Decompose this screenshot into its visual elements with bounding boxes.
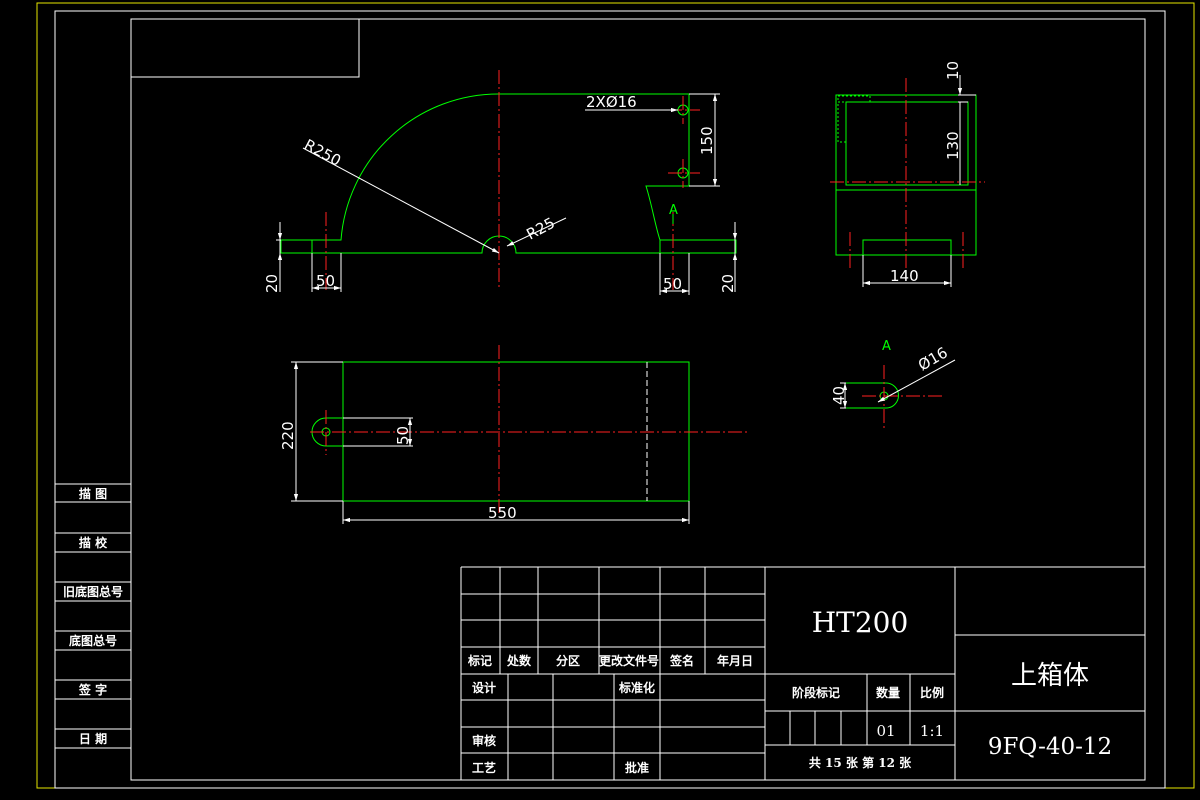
dim-150: 150	[698, 126, 716, 155]
side-label-2: 旧底图总号	[63, 584, 123, 599]
review-label: 审核	[472, 733, 496, 748]
dim-r250: R250	[301, 136, 344, 170]
detail-a: A 40 Ø16	[830, 339, 956, 428]
material: HT200	[812, 606, 909, 639]
approve-label: 批准	[625, 760, 649, 775]
dim-r25: R25	[523, 214, 558, 244]
top-view: 50 220 550	[279, 345, 748, 524]
rev-header-4: 签名	[669, 653, 694, 668]
dim-right-20: 20	[719, 274, 737, 293]
rev-header-0: 标记	[467, 653, 492, 668]
corner-box	[130, 18, 360, 78]
quantity-label: 数量	[876, 685, 900, 700]
rev-header-2: 分区	[556, 653, 580, 668]
side-view: 10 130 140	[830, 61, 985, 287]
dim-holes: 2XØ16	[586, 93, 637, 111]
side-table: 描 图 描 校 旧底图总号 底图总号 签 字 日 期	[55, 483, 131, 749]
scale-value: 1:1	[920, 722, 944, 740]
dim-hole-16: Ø16	[915, 343, 951, 374]
dim-140: 140	[890, 267, 919, 285]
dim-40: 40	[830, 386, 848, 405]
part-name: 上箱体	[1011, 661, 1089, 691]
section-mark-a: A	[669, 203, 678, 218]
dim-550: 550	[488, 504, 517, 522]
dim-10: 10	[944, 61, 962, 80]
detail-a-label: A	[882, 339, 891, 354]
front-view: R250 R25 2XØ16 150 20 50 50 20 A	[263, 70, 738, 295]
side-label-1: 描 校	[79, 535, 108, 550]
side-label-3: 底图总号	[69, 633, 117, 648]
drawing-number: 9FQ-40-12	[988, 734, 1112, 760]
standard-label: 标准化	[618, 680, 655, 695]
dim-220: 220	[279, 421, 297, 450]
process-label: 工艺	[472, 760, 496, 775]
side-label-4: 签 字	[78, 682, 107, 697]
design-label: 设计	[472, 680, 496, 695]
scale-label: 比例	[920, 685, 944, 700]
side-label-5: 日 期	[79, 731, 107, 746]
rev-header-5: 年月日	[717, 653, 753, 668]
rev-header-3: 更改文件号	[599, 653, 659, 668]
dim-top-50: 50	[394, 426, 412, 445]
side-label-0: 描 图	[79, 486, 107, 501]
dim-left-20: 20	[263, 274, 281, 293]
dim-left-50: 50	[316, 272, 335, 290]
dim-130: 130	[944, 131, 962, 160]
sheet-count: 共 15 张 第 12 张	[809, 755, 912, 770]
title-block: 标记 处数 分区 更改文件号 签名 年月日 设计 标准化 审核 工艺 批准 HT…	[460, 566, 1145, 780]
dim-right-50: 50	[663, 275, 682, 293]
stage-mark-label: 阶段标记	[792, 685, 840, 700]
rev-header-1: 处数	[506, 653, 532, 668]
sheet-border	[36, 2, 1195, 789]
quantity-value: 01	[876, 722, 895, 740]
